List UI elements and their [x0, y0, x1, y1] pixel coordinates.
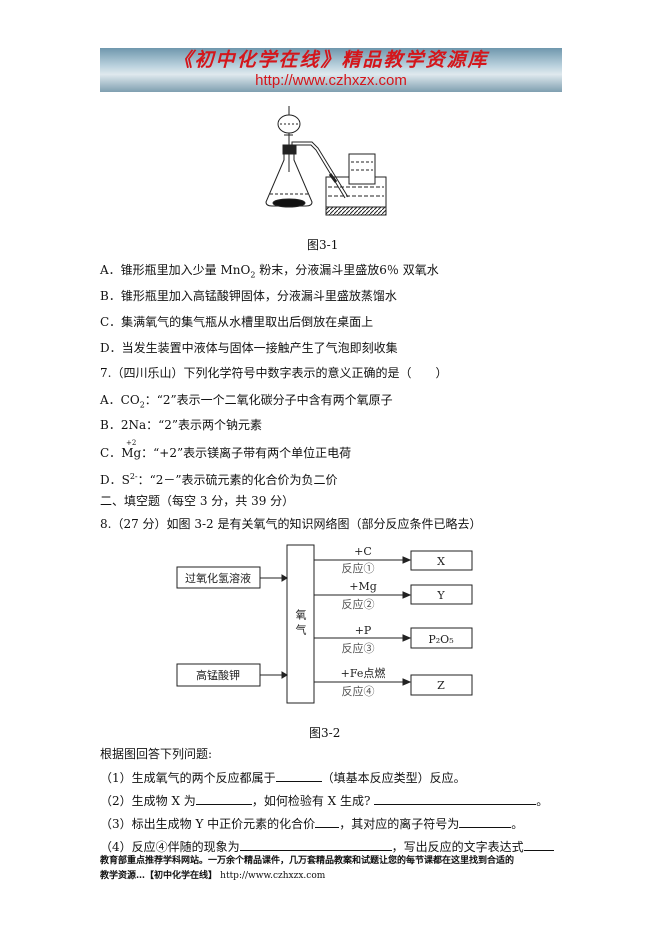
- answer-blank-3b[interactable]: [459, 816, 512, 828]
- question-3: （3）标出生成物 Y 中正价元素的化合价，其对应的离子符号为。: [100, 816, 524, 831]
- figure-3-2-caption: 图3-2: [309, 726, 341, 740]
- q7-option-b: B．2Na：“2”表示两个钠元素: [100, 418, 263, 432]
- footer-url[interactable]: http://www.czhxzx.com: [220, 871, 326, 881]
- reaction-label: 反应①: [342, 561, 375, 575]
- product: Z: [437, 679, 445, 692]
- reaction-label: 反应③: [342, 641, 375, 655]
- apparatus-figure: [265, 106, 387, 216]
- reaction-4: +Fe点燃 反应④ Z: [314, 666, 473, 698]
- question-1: （1）生成氧气的两个反应都属于（填基本反应类型）反应。: [100, 770, 466, 785]
- banner-title: 《初中化学在线》精品教学资源库: [173, 49, 489, 71]
- banner-url[interactable]: http://www.czhxzx.com: [255, 72, 407, 89]
- footer-line-1: 教育部重点推荐学科网站。一万余个精品课件，几万套精品教案和试题让您的每节课都在这…: [100, 856, 515, 866]
- reagent: +Mg: [349, 580, 377, 593]
- answers-intro: 根据图回答下列问题:: [100, 747, 213, 761]
- footer-line-2: 教学资源…【初中化学在线】 http://www.czhxzx.com: [100, 871, 326, 881]
- q6-option-d: D．当发生装置中液体与固体一接触产生了气泡即刻收集: [100, 341, 398, 355]
- reagent: +C: [354, 545, 372, 558]
- answer-blank-2a[interactable]: [195, 793, 252, 805]
- reaction-3: +P 反应③ P₂O₅: [314, 624, 473, 655]
- label-oxygen: 氧气: [294, 609, 307, 639]
- product: P₂O₅: [428, 633, 453, 646]
- q6-option-c: C．集满氧气的集气瓶从水槽里取出后倒放在桌面上: [100, 315, 374, 329]
- reaction-2: +Mg 反应② Y: [314, 580, 473, 611]
- q7-stem: 7.（四川乐山）下列化学符号中数字表示的意义正确的是（ ）: [100, 366, 448, 380]
- section-2-heading: 二、填空题（每空 3 分，共 39 分）: [100, 494, 295, 508]
- product: X: [437, 555, 445, 568]
- question-4: （4）反应④伴随的现象为，写出反应的文字表达式: [100, 839, 554, 854]
- product: Y: [436, 589, 445, 602]
- reagent: +P: [355, 624, 372, 637]
- figure-3-1-caption: 图3-1: [307, 238, 339, 252]
- answer-blank-1[interactable]: [275, 770, 322, 782]
- answer-blank-2b[interactable]: [374, 793, 537, 805]
- question-2: （2）生成物 X 为，如何检验有 X 生成? 。: [100, 793, 549, 808]
- reaction-label: 反应④: [342, 684, 375, 698]
- q7-option-d: D．S2-：“2－”表示硫元素的化合价为负二价: [100, 472, 338, 487]
- q8-stem: 8.（27 分）如图 3-2 是有关氧气的知识网络图（部分反应条件已略去）: [100, 517, 482, 531]
- q6-option-b: B．锥形瓶里加入高锰酸钾固体，分液漏斗里盛放蒸馏水: [100, 289, 397, 303]
- site-banner: 《初中化学在线》精品教学资源库 http://www.czhxzx.com: [100, 48, 562, 92]
- answer-blank-4b[interactable]: [523, 839, 554, 851]
- reagent: +Fe点燃: [341, 666, 386, 680]
- answer-blank-4a[interactable]: [239, 839, 392, 851]
- reaction-label: 反应②: [342, 597, 375, 611]
- answer-blank-3a[interactable]: [315, 816, 340, 828]
- oxygen-label-box: 氧气: [287, 545, 314, 703]
- reaction-1: +C 反应① X: [314, 545, 473, 575]
- q7-option-a: A．CO2：“2”表示一个二氧化碳分子中含有两个氧原子: [100, 393, 393, 410]
- q6-option-a: A．锥形瓶里加入少量 MnO2 粉末，分液漏斗里盛放6％ 双氧水: [100, 263, 439, 280]
- label-potassium-permanganate: 高锰酸钾: [196, 668, 240, 682]
- label-hydrogen-peroxide: 过氧化氢溶液: [185, 571, 251, 585]
- box-oxygen: [286, 544, 315, 704]
